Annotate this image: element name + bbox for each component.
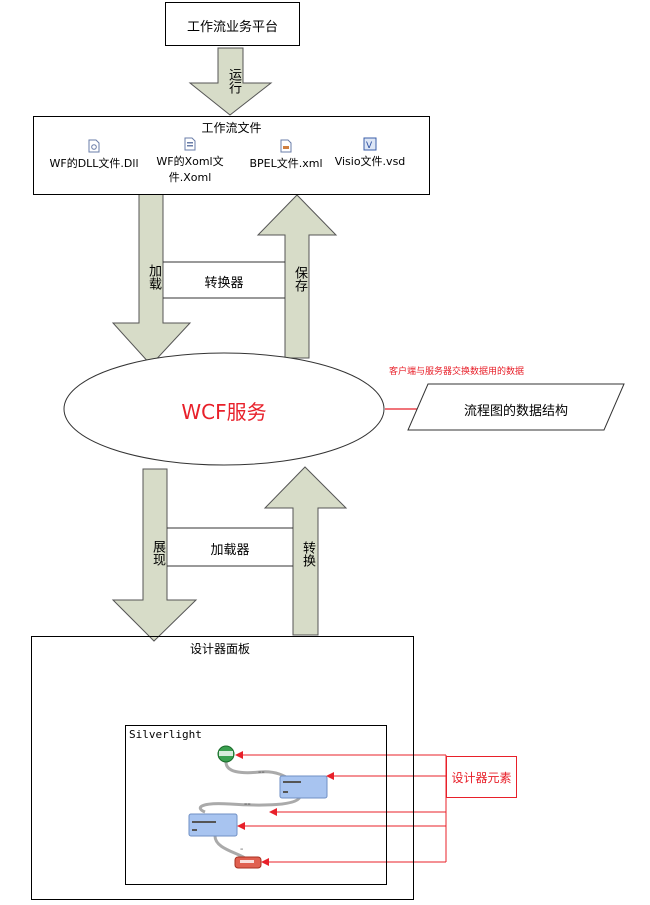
platform-label: 工作流业务平台 <box>186 20 278 35</box>
file-label-xoml: WF的Xoml文件.Xoml <box>156 155 224 184</box>
load-arrow-label: 加载 <box>146 264 161 290</box>
edge-label-3: = <box>240 846 243 851</box>
save-arrow-label: 保存 <box>292 266 307 292</box>
designer-elements-label: 设计器元素 <box>451 771 512 785</box>
visio-file-icon: V <box>363 137 377 151</box>
file-item-visio: V Visio文件.vsd <box>318 137 422 169</box>
workflow-files-title: 工作流文件 <box>201 121 262 135</box>
designer-elements-box: 设计器元素 <box>446 756 517 798</box>
file-label-bpel: BPEL文件.xml <box>249 157 323 170</box>
workflow-files-box: 工作流文件 WF的DLL文件.Dll WF的Xoml文件.Xoml BPEL文件… <box>33 116 430 195</box>
data-structure-note: 客户端与服务器交换数据用的数据 <box>389 367 525 377</box>
convert-arrow <box>263 466 348 636</box>
xoml-file-icon <box>184 137 196 151</box>
loader-label: 加载器 <box>210 543 250 558</box>
edge-label-2: == <box>244 801 251 806</box>
converter-label: 转换器 <box>204 276 244 291</box>
present-arrow <box>111 468 198 642</box>
convert-arrow-label: 转换 <box>300 541 315 567</box>
designer-panel-title: 设计器面板 <box>190 642 251 656</box>
wcf-label: WCF服务 <box>181 400 267 424</box>
wcf-ellipse <box>63 352 385 466</box>
run-arrow-label: 运行 <box>226 68 241 94</box>
designer-panel-box: 设计器面板 <box>31 636 414 900</box>
run-arrow <box>188 47 273 116</box>
save-arrow <box>256 194 338 359</box>
file-label-dll: WF的DLL文件.Dll <box>49 157 139 170</box>
data-structure-label: 流程图的数据结构 <box>463 404 568 419</box>
file-item-bpel: BPEL文件.xml <box>234 139 338 171</box>
data-structure-shape <box>407 383 625 431</box>
load-arrow <box>111 193 192 366</box>
flow-edge-2 <box>198 795 302 814</box>
silverlight-box: Silverlight <box>125 725 387 885</box>
svg-text:V: V <box>366 141 373 151</box>
file-item-xoml: WF的Xoml文件.Xoml <box>138 137 242 185</box>
xml-file-icon <box>280 139 292 153</box>
dll-file-icon <box>88 139 100 153</box>
edge-label-1: == <box>258 769 265 774</box>
file-item-dll: WF的DLL文件.Dll <box>42 139 146 171</box>
present-arrow-label: 展现 <box>150 540 165 566</box>
platform-box: 工作流业务平台 <box>165 2 300 46</box>
silverlight-label: Silverlight <box>129 728 202 741</box>
file-label-visio: Visio文件.vsd <box>334 155 406 168</box>
